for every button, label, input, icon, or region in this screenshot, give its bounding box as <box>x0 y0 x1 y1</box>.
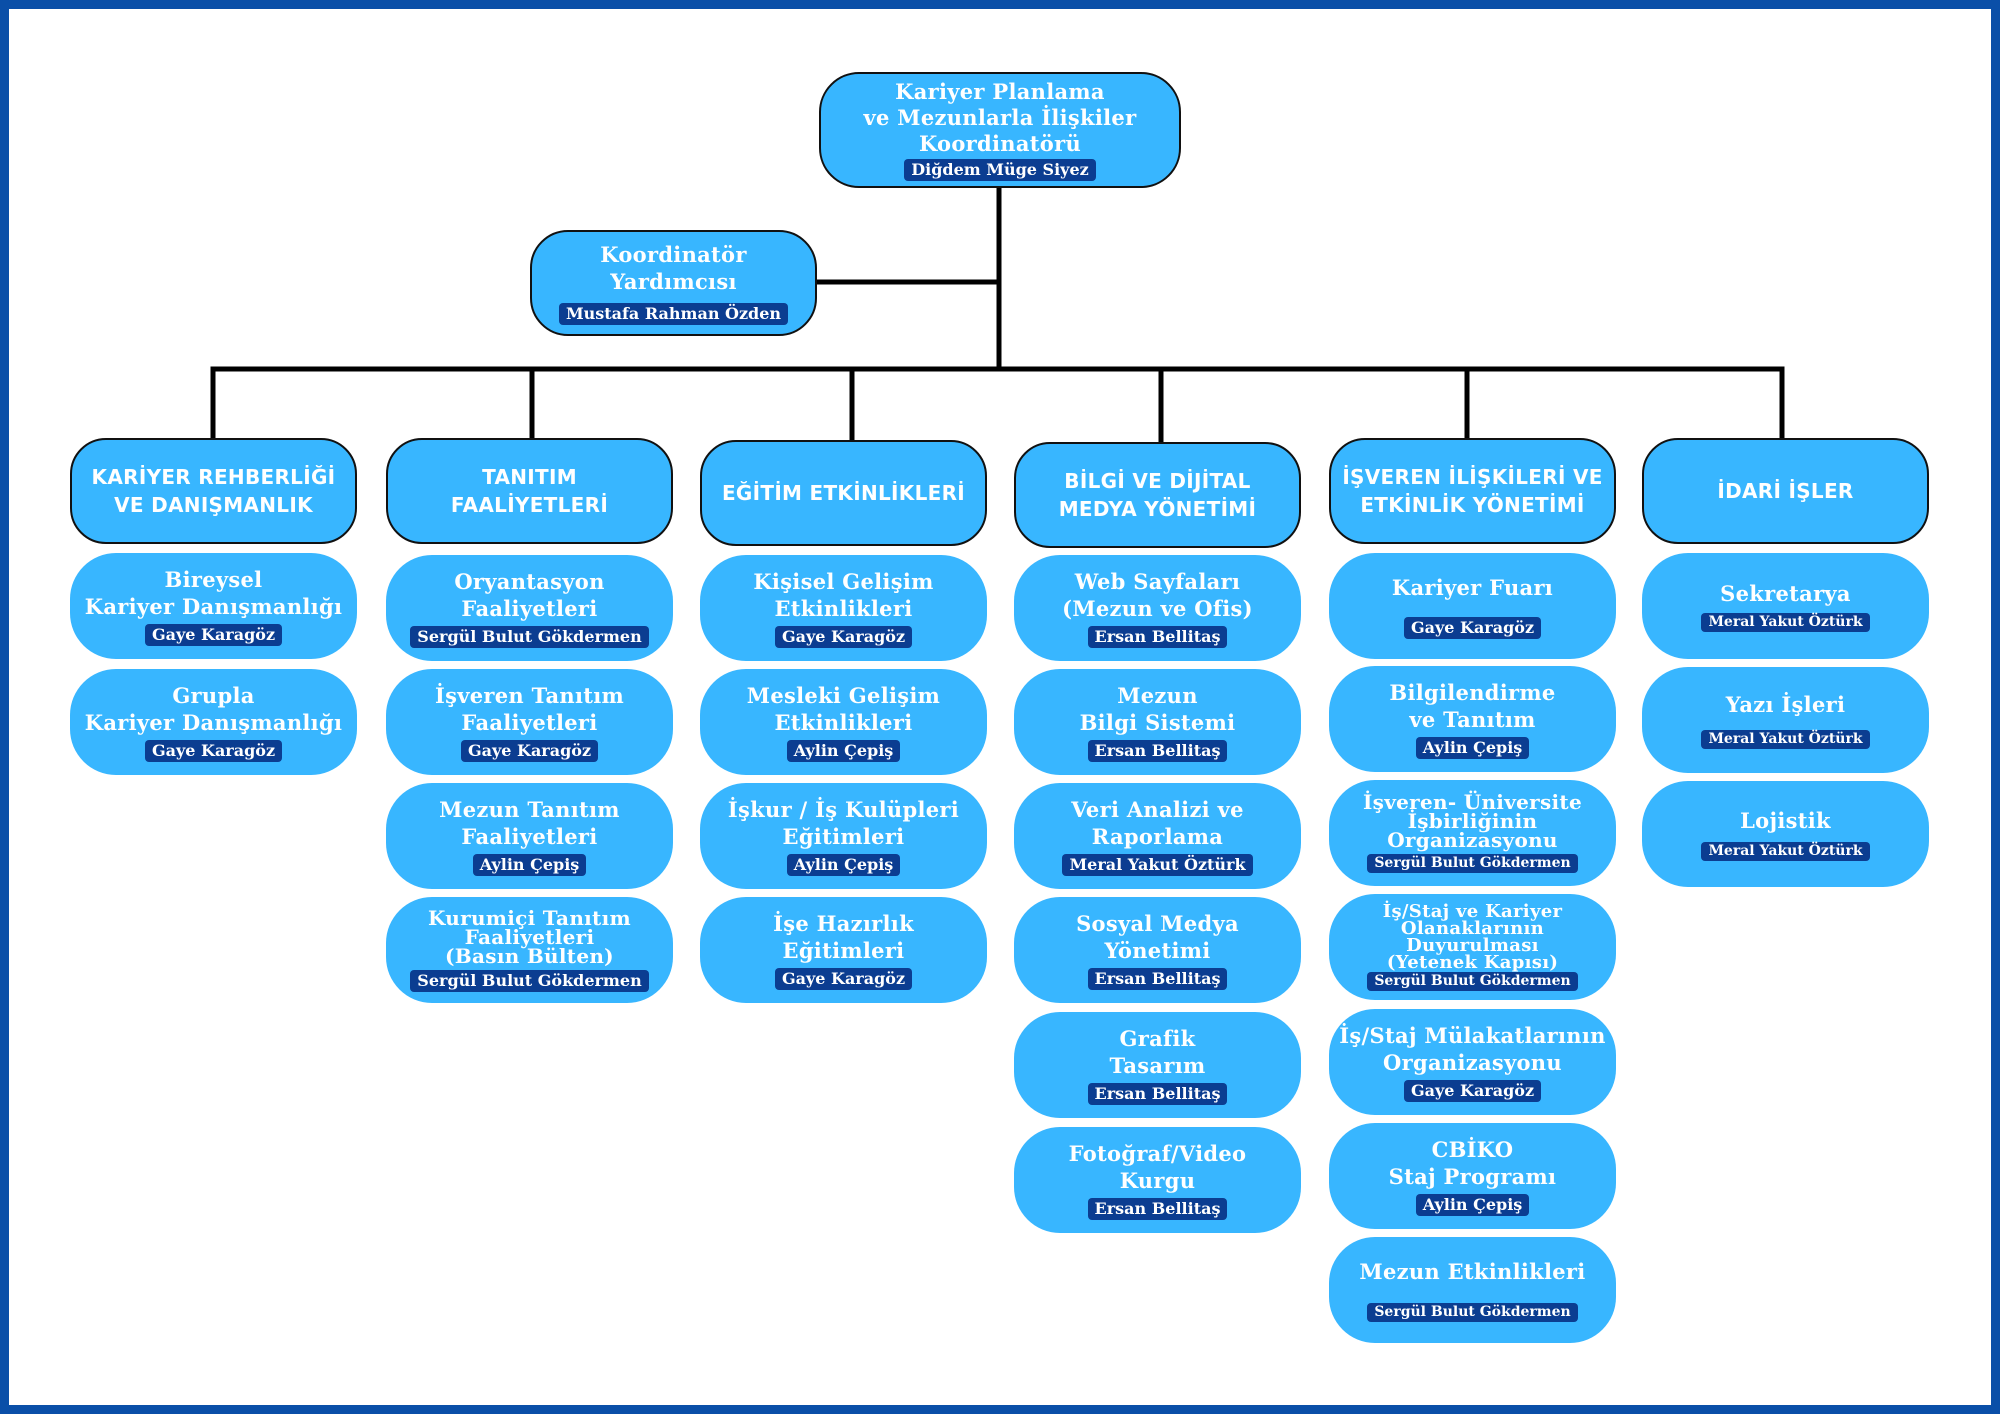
person-tag: Sergül Bulut Gökdermen <box>1367 1303 1578 1322</box>
unit-box: İşveren Tanıtım Faaliyetleri Gaye Karagö… <box>386 669 673 775</box>
person-tag: Gaye Karagöz <box>144 740 283 762</box>
unit-box: Web Sayfaları (Mezun ve Ofis) Ersan Bell… <box>1014 555 1301 661</box>
department-header-idari: İDARİ İŞLER <box>1642 438 1929 544</box>
person-tag: Ersan Bellitaş <box>1087 1083 1228 1105</box>
unit-box: Mezun Bilgi Sistemi Ersan Bellitaş <box>1014 669 1301 775</box>
unit-box: İş/Staj ve Kariyer Olanaklarının Duyurul… <box>1329 894 1616 1000</box>
coordinator-name: Diğdem Müge Siyez <box>904 159 1096 181</box>
person-tag: Aylin Çepiş <box>1415 1194 1530 1216</box>
unit-box: Mezun Etkinlikleri Sergül Bulut Gökderme… <box>1329 1237 1616 1343</box>
person-tag: Ersan Bellitaş <box>1087 626 1228 648</box>
unit-box: İşe Hazırlık Eğitimleri Gaye Karagöz <box>700 897 987 1003</box>
unit-box: Bireysel Kariyer Danışmanlığı Gaye Karag… <box>70 553 357 659</box>
assistant-box: Koordinatör Yardımcısı Mustafa Rahman Öz… <box>530 230 817 336</box>
unit-box: Kurumiçi Tanıtım Faaliyetleri (Basın Bül… <box>386 897 673 1003</box>
unit-box: Mezun Tanıtım Faaliyetleri Aylin Çepiş <box>386 783 673 889</box>
unit-box: Oryantasyon Faaliyetleri Sergül Bulut Gö… <box>386 555 673 661</box>
person-tag: Meral Yakut Öztürk <box>1701 613 1870 632</box>
person-tag: Gaye Karagöz <box>460 740 599 762</box>
unit-box: CBİKO Staj Programı Aylin Çepiş <box>1329 1123 1616 1229</box>
unit-box: İşveren- Üniversite İşbirliğinin Organiz… <box>1329 780 1616 886</box>
unit-box: Sekretarya Meral Yakut Öztürk <box>1642 553 1929 659</box>
unit-box: Kişisel Gelişim Etkinlikleri Gaye Karagö… <box>700 555 987 661</box>
department-header-egitim: EĞİTİM ETKİNLİKLERİ <box>700 440 987 546</box>
person-tag: Gaye Karagöz <box>1403 616 1542 639</box>
unit-box: İşkur / İş Kulüpleri Eğitimleri Aylin Çe… <box>700 783 987 889</box>
unit-box: Bilgilendirme ve Tanıtım Aylin Çepiş <box>1329 666 1616 772</box>
unit-box: Grupla Kariyer Danışmanlığı Gaye Karagöz <box>70 669 357 775</box>
unit-box: İş/Staj Mülakatlarının Organizasyonu Gay… <box>1329 1009 1616 1115</box>
person-tag: Aylin Çepiş <box>786 854 901 876</box>
coordinator-title: Kariyer Planlama ve Mezunlarla İlişkiler… <box>863 79 1137 156</box>
person-tag: Meral Yakut Öztürk <box>1701 730 1870 749</box>
person-tag: Gaye Karagöz <box>774 968 913 990</box>
department-header-isveren: İŞVEREN İLİŞKİLERİ VE ETKİNLİK YÖNETİMİ <box>1329 438 1616 544</box>
department-header-bilgi-dijital: BİLGİ VE DİJİTAL MEDYA YÖNETİMİ <box>1014 442 1301 548</box>
unit-box: Sosyal Medya Yönetimi Ersan Bellitaş <box>1014 897 1301 1003</box>
unit-box: Yazı İşleri Meral Yakut Öztürk <box>1642 667 1929 773</box>
person-tag: Meral Yakut Öztürk <box>1062 854 1253 876</box>
person-tag: Sergül Bulut Gökdermen <box>410 626 649 648</box>
assistant-name: Mustafa Rahman Özden <box>558 303 789 325</box>
department-header-kariyer-rehberligi: KARİYER REHBERLİĞİ VE DANIŞMANLIK <box>70 438 357 544</box>
person-tag: Ersan Bellitaş <box>1087 740 1228 762</box>
person-tag: Meral Yakut Öztürk <box>1701 842 1870 861</box>
coordinator-box: Kariyer Planlama ve Mezunlarla İlişkiler… <box>819 72 1181 188</box>
person-tag: Gaye Karagöz <box>144 624 283 646</box>
person-tag: Sergül Bulut Gökdermen <box>410 969 649 992</box>
person-tag: Sergül Bulut Gökdermen <box>1367 854 1578 873</box>
person-tag: Aylin Çepiş <box>786 740 901 762</box>
person-tag: Gaye Karagöz <box>1403 1080 1542 1102</box>
person-tag: Sergül Bulut Gökdermen <box>1367 972 1578 991</box>
person-tag: Ersan Bellitaş <box>1087 968 1228 990</box>
unit-box: Mesleki Gelişim Etkinlikleri Aylin Çepiş <box>700 669 987 775</box>
person-tag: Gaye Karagöz <box>774 626 913 648</box>
unit-box: Veri Analizi ve Raporlama Meral Yakut Öz… <box>1014 783 1301 889</box>
person-tag: Ersan Bellitaş <box>1087 1198 1228 1220</box>
unit-box: Fotoğraf/Video Kurgu Ersan Bellitaş <box>1014 1127 1301 1233</box>
person-tag: Aylin Çepiş <box>1415 737 1530 759</box>
unit-box: Lojistik Meral Yakut Öztürk <box>1642 781 1929 887</box>
person-tag: Aylin Çepiş <box>472 854 587 876</box>
unit-box: Grafik Tasarım Ersan Bellitaş <box>1014 1012 1301 1118</box>
department-header-tanitim: TANITIM FAALİYETLERİ <box>386 438 673 544</box>
unit-box: Kariyer Fuarı Gaye Karagöz <box>1329 553 1616 659</box>
assistant-title: Koordinatör Yardımcısı <box>600 242 747 294</box>
